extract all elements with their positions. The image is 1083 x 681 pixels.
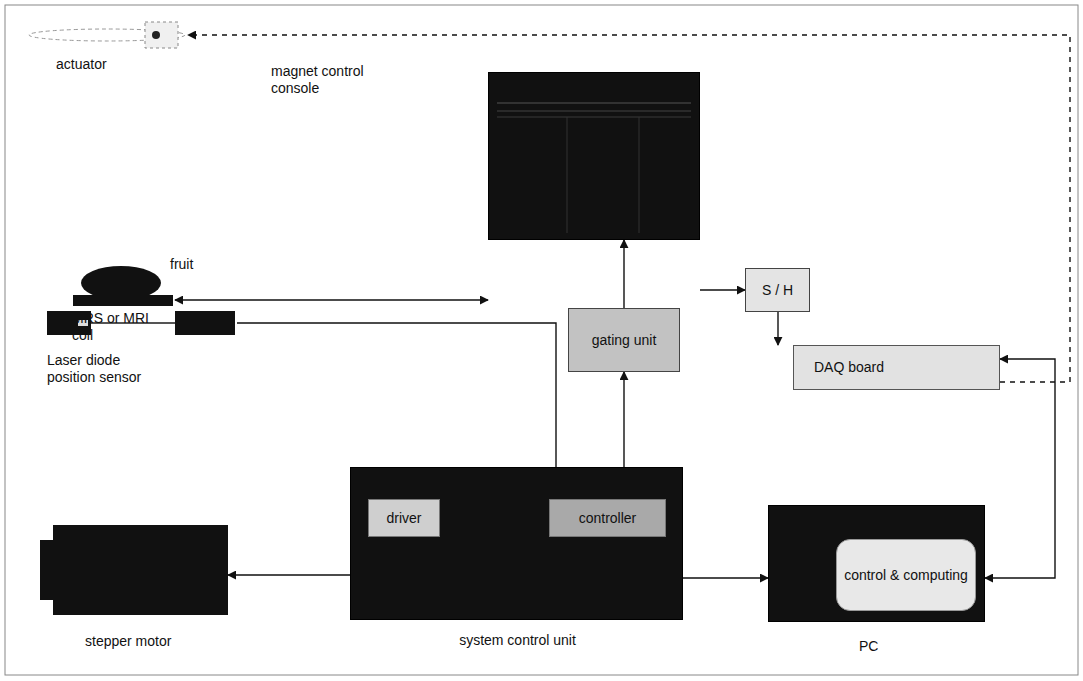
motor-flange [40, 540, 53, 600]
node-label: actuator [56, 56, 146, 73]
actuator-symbol: actuator [28, 18, 188, 52]
node-label: PC [859, 638, 899, 655]
software-box: control & computing [836, 539, 976, 611]
console-panel [489, 73, 699, 239]
signal-line [623, 372, 624, 467]
box-label: control & computing [844, 567, 968, 584]
signal-line [777, 312, 778, 345]
sensor-symbol: Laser diode position sensor [45, 310, 237, 336]
node-label: fruit [170, 256, 215, 273]
node-label: system control unit [351, 632, 684, 649]
motor-body [53, 525, 228, 615]
sample-hold-box: S / H [745, 268, 810, 312]
node-label: MRS or MRI coil [72, 310, 156, 344]
signal-line [228, 518, 368, 575]
signal-line [175, 299, 488, 300]
daq-box: DAQ board [793, 345, 1000, 390]
laser-receiver [175, 311, 235, 335]
control-link [188, 35, 1070, 382]
box-label: controller [579, 510, 637, 527]
node-label: Laser diode position sensor [47, 352, 167, 386]
node-label: magnet control console [271, 63, 379, 97]
box-label: driver [386, 510, 421, 527]
node-label: stepper motor [85, 633, 205, 650]
frame [5, 5, 1078, 675]
motor-symbol: stepper motor [40, 525, 228, 615]
box-label: gating unit [592, 332, 657, 349]
actuator-body [145, 22, 178, 48]
actuator-dot [152, 31, 160, 39]
signal-line [237, 323, 556, 467]
driver-box: driver [368, 499, 440, 537]
control-unit-box: system control unitdrivercontroller [350, 467, 683, 620]
pc-box: PCcontrol & computing [768, 505, 985, 622]
box-label: DAQ board [814, 359, 884, 376]
console-box: magnet control console [488, 72, 700, 240]
signal-line [700, 289, 745, 290]
controller-box: controller [549, 499, 666, 537]
signal-line [985, 359, 1055, 578]
signal-line [623, 240, 624, 308]
fruit-shape [81, 266, 161, 300]
coil-bar [73, 295, 173, 306]
gating-box: gating unit [568, 308, 680, 372]
coil-symbol: fruitMRS or MRI coil [70, 262, 175, 307]
box-label: S / H [762, 282, 793, 299]
